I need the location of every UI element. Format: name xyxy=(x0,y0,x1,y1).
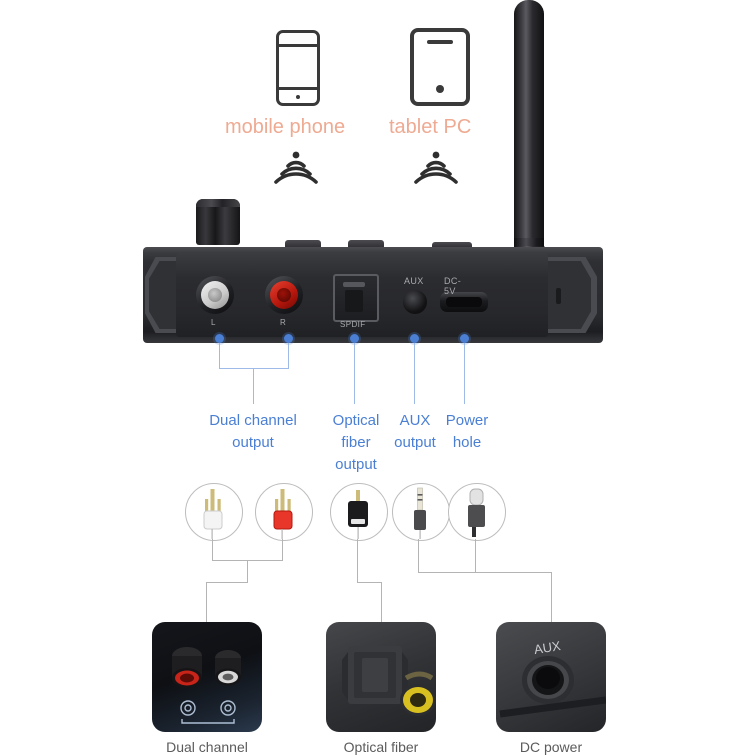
spdif-slot xyxy=(343,282,365,287)
rca-plug-red-icon xyxy=(255,483,311,539)
spdif-opening xyxy=(345,290,363,312)
leader-power xyxy=(464,343,465,404)
antenna xyxy=(514,0,544,244)
aux-plug-icon xyxy=(392,483,448,539)
tablet-icon xyxy=(410,28,470,106)
callout-dot-aux xyxy=(410,334,419,343)
route-rca-jog xyxy=(206,582,248,583)
phone-icon xyxy=(276,30,320,106)
route-rca-red xyxy=(282,539,283,560)
thumb-caption-aux: DC power xyxy=(519,739,583,755)
callout-line: output xyxy=(335,455,377,473)
route-right-drop xyxy=(551,572,552,622)
chassis-right-bevel xyxy=(545,247,603,343)
volume-knob[interactable] xyxy=(196,199,240,245)
port-label-dc-5v: DC-5V xyxy=(444,276,462,296)
callout-line: AUX xyxy=(399,412,431,429)
leader-bracket xyxy=(219,368,289,369)
callout-dot-spdif xyxy=(350,334,359,343)
leader-bracket-stem xyxy=(253,368,254,404)
thumb-caption-optical: Optical fiber xyxy=(343,739,419,755)
callout-dual-channel-output: Dual channel output xyxy=(193,410,313,454)
svg-text:AUX: AUX xyxy=(533,638,562,657)
callout-optical-fiber-output: Optical fiber output xyxy=(325,410,387,475)
leader-aux xyxy=(414,343,415,404)
top-button-right[interactable] xyxy=(348,240,384,249)
aux-port[interactable] xyxy=(403,290,427,314)
route-rca-white xyxy=(212,539,213,560)
callout-line: output xyxy=(232,433,274,451)
toslink-plug-icon xyxy=(330,483,386,539)
port-label-spdif: SPDIF xyxy=(340,320,366,329)
callout-line: hole xyxy=(452,433,482,451)
usb-c-opening xyxy=(446,297,482,307)
callout-line: Optical xyxy=(332,412,380,429)
rca-application-photo xyxy=(152,622,262,732)
callout-line: fiber xyxy=(341,433,371,451)
aux-application-photo: AUX xyxy=(496,622,606,732)
rca-plug-white-icon xyxy=(185,483,241,539)
route-optical xyxy=(357,539,358,582)
route-optical-jog xyxy=(357,582,382,583)
top-vent xyxy=(432,242,472,249)
port-label-r: R xyxy=(280,318,287,327)
side-slot xyxy=(556,288,561,304)
route-right-bracket xyxy=(418,572,552,573)
route-rca-drop xyxy=(206,582,207,622)
route-rca-stem xyxy=(247,560,248,582)
optical-application-photo xyxy=(326,622,436,732)
route-usb-c xyxy=(475,539,476,572)
callout-line: Dual channel xyxy=(209,412,297,429)
wifi-signal-icon xyxy=(272,150,320,184)
callout-dot-rca-left xyxy=(215,334,224,343)
leader-rca-left xyxy=(219,343,220,368)
device-label-mobile-phone: mobile phone xyxy=(225,116,346,138)
callout-power-hole: Power hole xyxy=(440,410,494,454)
rca-right-hole xyxy=(277,288,291,302)
callout-line: output xyxy=(394,433,436,451)
callout-dot-rca-right xyxy=(284,334,293,343)
leader-rca-right xyxy=(288,343,289,368)
port-label-l: L xyxy=(211,318,216,327)
thumb-caption-rca: Dual channel xyxy=(166,739,248,755)
callout-aux-output: AUX output xyxy=(388,410,442,454)
callout-dot-power xyxy=(460,334,469,343)
route-aux xyxy=(418,539,419,572)
port-label-aux: AUX xyxy=(404,276,424,286)
device-label-tablet-pc: tablet PC xyxy=(389,116,472,138)
top-button-left[interactable] xyxy=(285,240,321,249)
rca-left-hole xyxy=(208,288,222,302)
leader-spdif xyxy=(354,343,355,404)
wifi-signal-icon xyxy=(412,150,460,184)
route-optical-drop xyxy=(381,582,382,622)
antenna-joint xyxy=(514,238,544,248)
callout-line: Power xyxy=(445,412,489,429)
usb-c-plug-icon xyxy=(448,483,504,539)
